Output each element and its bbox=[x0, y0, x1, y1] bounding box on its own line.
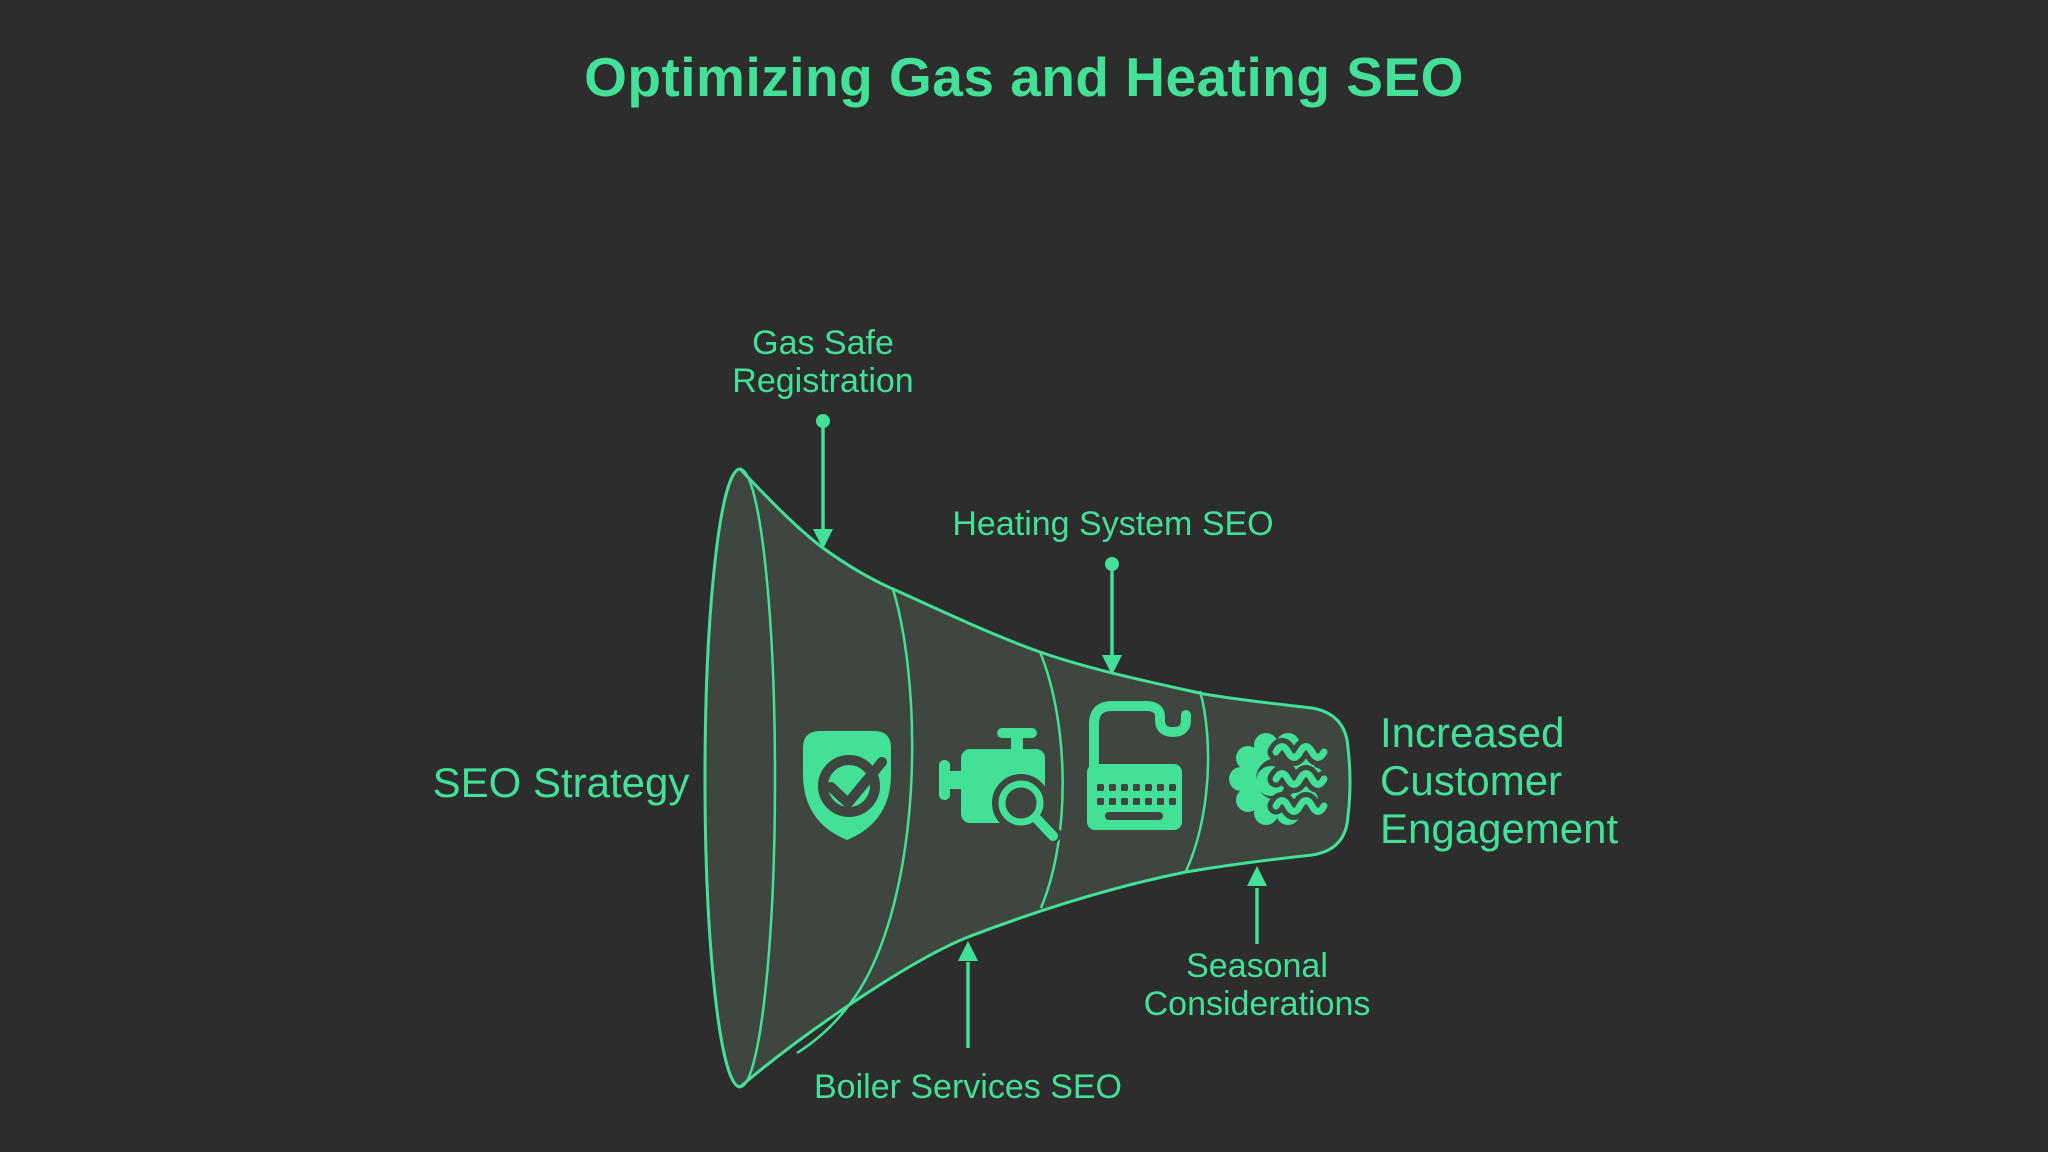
stage-label-gas-safe-registration: Gas Safe Registration bbox=[732, 324, 914, 400]
stage-label-heating-system-seo: Heating System SEO bbox=[952, 505, 1274, 543]
shield-check-icon bbox=[803, 731, 891, 840]
keyboard-icon bbox=[1087, 701, 1191, 830]
funnel-mouth-edge bbox=[739, 467, 777, 1089]
gas-safe-arrow bbox=[813, 414, 833, 549]
engine-search-icon bbox=[939, 728, 1065, 848]
funnel-output-label: Increased Customer Engagement bbox=[1380, 709, 1619, 852]
funnel-divider-2 bbox=[1038, 651, 1064, 909]
heating-system-arrow bbox=[1102, 557, 1122, 675]
stage-label-seasonal-considerations: Seasonal Considerations bbox=[1143, 947, 1371, 1023]
funnel-divider-1 bbox=[796, 588, 914, 1055]
seasonal-arrow bbox=[1247, 866, 1267, 944]
funnel-input-label: SEO Strategy bbox=[432, 759, 690, 806]
page-title: Optimizing Gas and Heating SEO bbox=[584, 46, 1464, 108]
gear-heat-waves-icon bbox=[1229, 733, 1333, 825]
funnel-divider-3 bbox=[1184, 690, 1210, 872]
boiler-services-arrow bbox=[958, 941, 978, 1048]
stage-label-boiler-services-seo: Boiler Services SEO bbox=[814, 1068, 1122, 1106]
